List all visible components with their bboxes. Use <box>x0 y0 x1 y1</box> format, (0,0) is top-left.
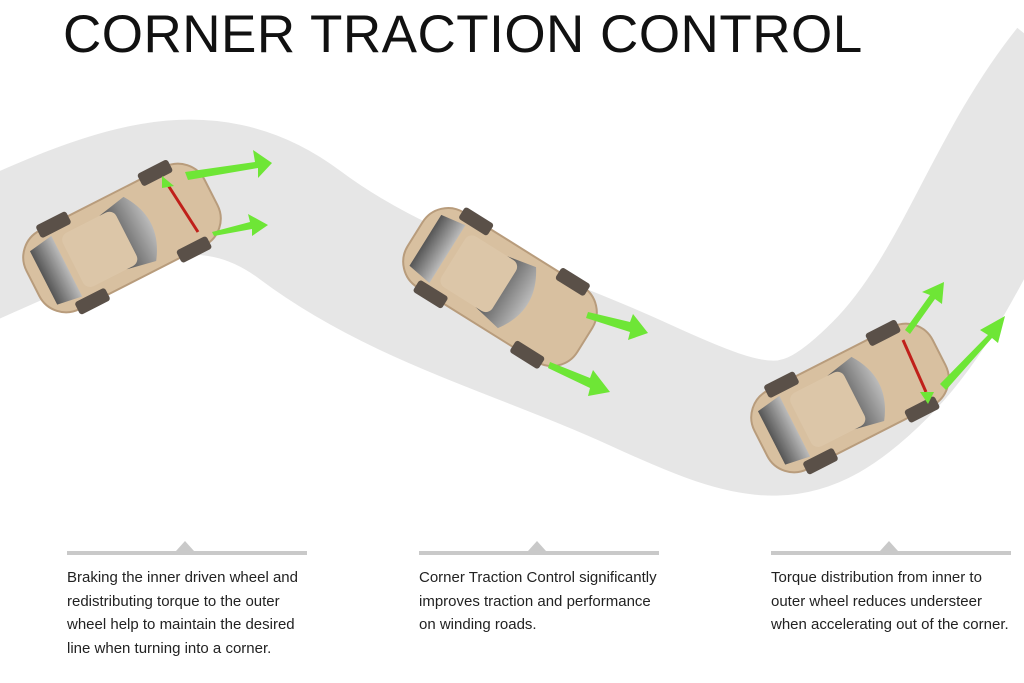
caption-1: Braking the inner driven wheel and redis… <box>67 541 307 660</box>
pointer-triangle-icon <box>176 541 194 551</box>
pointer-triangle-icon <box>528 541 546 551</box>
caption-divider <box>67 541 307 555</box>
caption-divider <box>771 541 1011 555</box>
caption-text: Braking the inner driven wheel and redis… <box>67 569 298 657</box>
torque-arrows-2 <box>548 312 648 396</box>
pointer-triangle-icon <box>880 541 898 551</box>
torque-arrows-3 <box>901 282 1005 404</box>
caption-2: Corner Traction Control significantly im… <box>419 541 659 637</box>
caption-3: Torque distribution from inner to outer … <box>771 541 1011 637</box>
page-title: CORNER TRACTION CONTROL <box>63 5 863 64</box>
caption-divider <box>419 541 659 555</box>
torque-arrows-1 <box>162 150 272 236</box>
caption-text: Torque distribution from inner to outer … <box>771 569 1009 633</box>
caption-text: Corner Traction Control significantly im… <box>419 569 657 633</box>
